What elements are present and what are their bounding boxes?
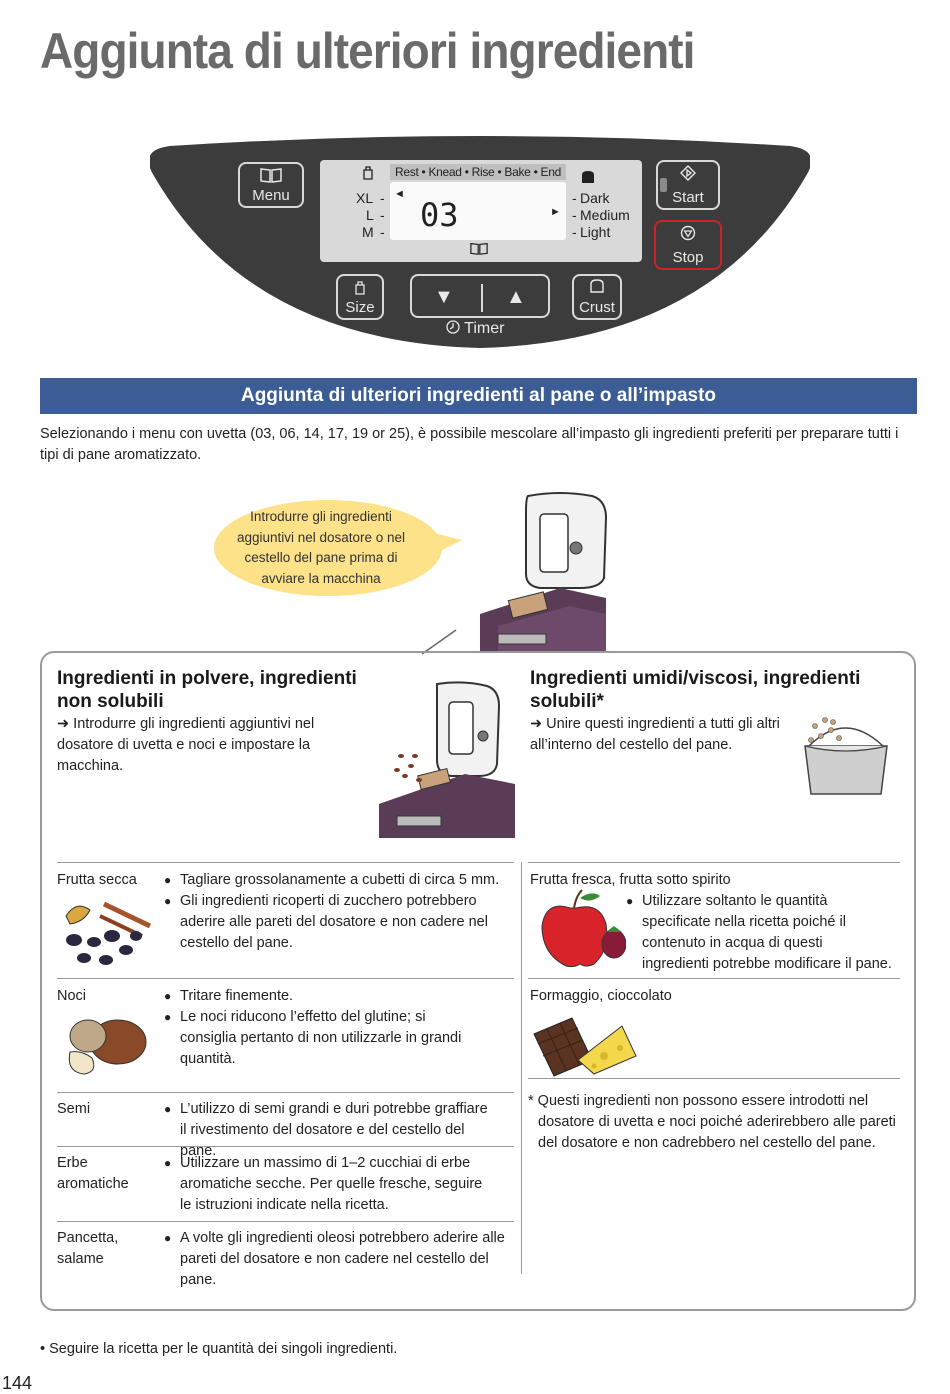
column-divider xyxy=(521,862,522,1274)
dash: - xyxy=(572,224,577,240)
nuts-icon xyxy=(68,1019,147,1075)
page-number: 144 xyxy=(2,1373,33,1393)
bullet: Le noci riducono l’effetto del glutine; … xyxy=(164,1007,486,1070)
start-label: Start xyxy=(672,189,704,206)
crust-label: Crust xyxy=(579,299,615,316)
right-heading: Ingredienti umidi/viscosi, ingredienti s… xyxy=(530,668,861,712)
callout-bubble xyxy=(214,500,462,596)
book-icon-lcd xyxy=(470,242,488,258)
crust-icon-lcd xyxy=(580,170,596,187)
divider xyxy=(528,862,900,863)
timer-icon xyxy=(446,320,464,337)
bullet: Tagliare grossolanamente a cubetti di ci… xyxy=(164,870,506,891)
start-led xyxy=(660,178,667,192)
divider xyxy=(57,862,514,863)
dash: - xyxy=(380,190,385,206)
bread-machine-illustration xyxy=(480,492,608,652)
size-l: L xyxy=(366,207,374,223)
dash: - xyxy=(380,224,385,240)
ingredients-box xyxy=(40,651,916,1311)
start-button[interactable]: Start xyxy=(656,160,720,210)
menu-number: 03 xyxy=(420,196,459,234)
category-erbe: Erbe aromatiche xyxy=(57,1155,129,1192)
control-panel: Menu Rest • Knead • Rise • Bake • End XL… xyxy=(150,132,810,350)
category-semi: Semi xyxy=(57,1101,91,1117)
divider xyxy=(57,978,514,979)
size-xl: XL xyxy=(356,190,374,206)
crust-button[interactable]: Crust xyxy=(572,274,622,320)
lcd-screen: ◄ 03 ► xyxy=(390,182,566,240)
divider xyxy=(57,1146,514,1147)
size-icon xyxy=(338,279,382,299)
dried-fruit-icon xyxy=(65,901,152,965)
bullet: Tritare finemente. xyxy=(164,986,486,1007)
crust-dark: Dark xyxy=(580,190,610,206)
bullet: A volte gli ingredienti oleosi potrebber… xyxy=(164,1228,511,1291)
bullet: Utilizzare un massimo di 1–2 cucchiai di… xyxy=(164,1153,496,1216)
intro-text: Selezionando i menu con uvetta (03, 06, … xyxy=(40,426,899,463)
timer-label: Timer xyxy=(464,320,505,337)
bullets-noci: Tritare finemente. Le noci riducono l’ef… xyxy=(164,986,486,1070)
timer-down-button[interactable]: ▼ xyxy=(434,286,454,308)
bullet: Gli ingredienti ricoperti di zucchero po… xyxy=(164,891,506,954)
timer-caption: Timer xyxy=(446,320,504,338)
left-pointer-icon: ◄ xyxy=(394,188,405,200)
size-icon-lcd xyxy=(362,164,374,183)
right-instruction: ➜ Unire questi ingredienti a tutti gli a… xyxy=(530,716,780,753)
dash: - xyxy=(572,207,577,223)
callout-text: Introdurre gli ingredienti aggiuntivi ne… xyxy=(236,509,406,586)
bullet: Utilizzare soltanto le quantità specific… xyxy=(626,891,893,975)
bread-pan-illustration xyxy=(804,717,888,795)
category-formaggio: Formaggio, cioccolato xyxy=(530,988,672,1004)
stop-icon xyxy=(656,225,720,245)
divider xyxy=(528,1078,900,1079)
size-button[interactable]: Size xyxy=(336,274,384,320)
category-frutta-secca: Frutta secca xyxy=(57,872,137,888)
dash: - xyxy=(380,207,385,223)
left-instruction: ➜ Introdurre gli ingredienti aggiuntivi … xyxy=(57,716,315,774)
crust-medium: Medium xyxy=(580,207,630,223)
size-label: Size xyxy=(345,299,375,316)
left-heading: Ingredienti in polvere, ingredienti non … xyxy=(57,668,357,712)
callout-leader-line xyxy=(421,629,457,655)
category-pancetta: Pancetta, salame xyxy=(57,1230,119,1267)
stop-label: Stop xyxy=(672,249,704,266)
book-icon xyxy=(240,167,302,187)
section-header: Aggiunta di ulteriori ingredienti al pan… xyxy=(40,378,917,414)
bullets-pancetta: A volte gli ingredienti oleosi potrebber… xyxy=(164,1228,511,1291)
footnote: * Questi ingredienti non possono essere … xyxy=(528,1093,896,1151)
start-icon xyxy=(658,165,718,185)
stage-indicator: Rest • Knead • Rise • Bake • End xyxy=(390,164,566,180)
bullets-erbe: Utilizzare un massimo di 1–2 cucchiai di… xyxy=(164,1153,496,1216)
timer-buttons: ▼ ▲ xyxy=(410,274,550,318)
dash: - xyxy=(572,190,577,206)
size-m: M xyxy=(362,224,374,240)
crust-icon xyxy=(574,279,620,297)
page-title: Aggiunta di ulteriori ingredienti xyxy=(40,23,695,79)
bullets-frutta-secca: Tagliare grossolanamente a cubetti di ci… xyxy=(164,870,506,954)
divider xyxy=(57,1092,514,1093)
right-pointer-icon: ► xyxy=(550,206,561,218)
category-frutta-fresca: Frutta fresca, frutta sotto spirito xyxy=(530,872,731,888)
dispenser-illustration xyxy=(379,681,515,838)
lcd-display: Rest • Knead • Rise • Bake • End XL L M … xyxy=(320,160,642,262)
cheese-chocolate-icon xyxy=(533,1017,637,1077)
menu-label: Menu xyxy=(252,187,290,204)
category-noci: Noci xyxy=(57,988,87,1004)
timer-up-button[interactable]: ▲ xyxy=(506,286,526,308)
bullets-frutta-fresca: Utilizzare soltanto le quantità specific… xyxy=(626,891,893,975)
divider xyxy=(481,284,483,312)
menu-button[interactable]: Menu xyxy=(238,162,304,208)
apple-icon xyxy=(541,889,626,968)
bottom-note: • Seguire la ricetta per le quantità dei… xyxy=(40,1341,398,1357)
crust-light: Light xyxy=(580,224,611,240)
divider xyxy=(57,1221,514,1222)
stop-button[interactable]: Stop xyxy=(654,220,722,270)
divider xyxy=(528,978,900,979)
